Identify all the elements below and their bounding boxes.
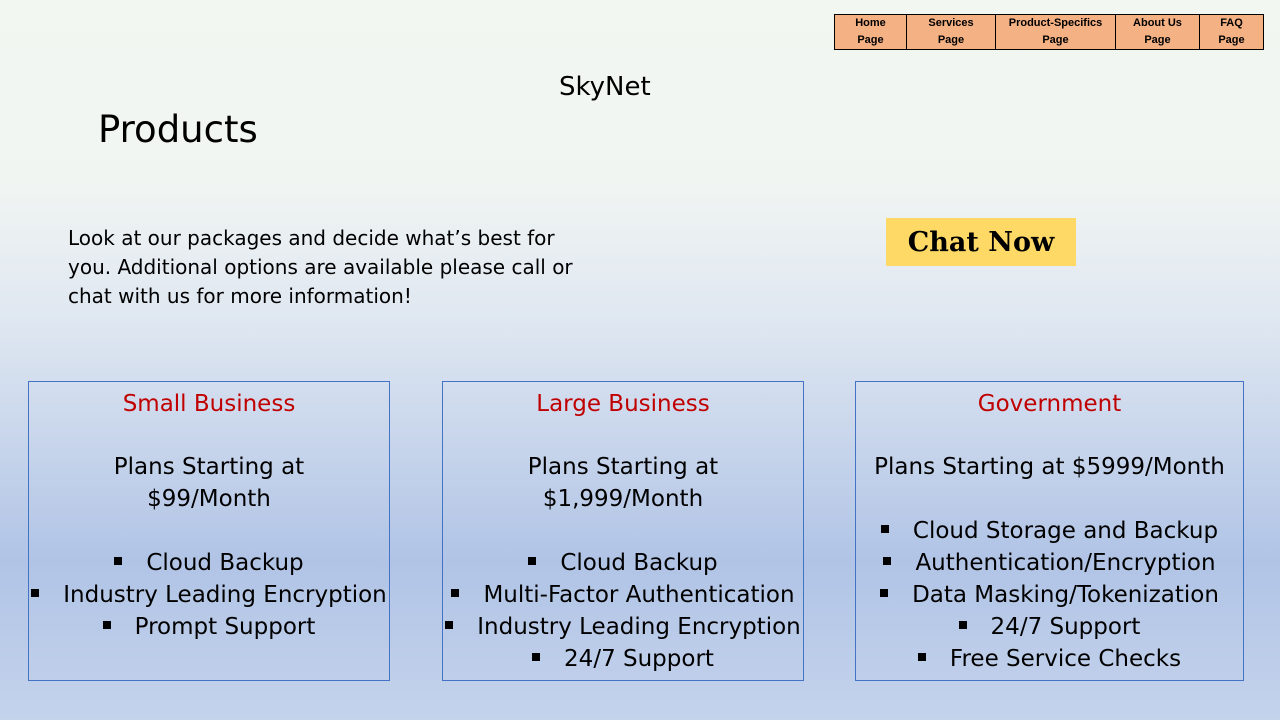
feature-label: Industry Leading Encryption: [63, 582, 387, 608]
feature-label: Industry Leading Encryption: [477, 614, 801, 640]
bullet-icon: [958, 620, 967, 629]
plan-price: Plans Starting at $1,999/Month: [443, 451, 803, 515]
bullet-icon: [114, 556, 123, 565]
feature-label: Cloud Backup: [146, 550, 304, 576]
nav-faq-page[interactable]: FAQ Page: [1199, 14, 1264, 50]
feature-item: Data Masking/Tokenization: [856, 579, 1243, 611]
brand-name: SkyNet: [559, 72, 651, 102]
bullet-icon: [445, 620, 454, 629]
nav-label: About Us: [1133, 17, 1182, 29]
bullet-icon: [917, 652, 926, 661]
nav-label: Home: [855, 17, 886, 29]
plan-title: Large Business: [536, 391, 710, 417]
bullet-icon: [31, 588, 40, 597]
intro-text: Look at our packages and decide what’s b…: [68, 226, 573, 308]
feature-list: Cloud Storage and Backup Authentication/…: [856, 515, 1243, 675]
bullet-icon: [883, 556, 892, 565]
plan-price-line: $1,999/Month: [542, 486, 704, 512]
feature-item: Free Service Checks: [856, 643, 1243, 675]
feature-label: Cloud Storage and Backup: [912, 518, 1219, 544]
feature-item: Industry Leading Encryption: [29, 579, 389, 611]
feature-list: Cloud Backup Multi-Factor Authentication…: [443, 547, 803, 675]
feature-label: 24/7 Support: [564, 646, 714, 672]
feature-item: 24/7 Support: [443, 643, 803, 675]
feature-list: Cloud Backup Industry Leading Encryption…: [29, 547, 389, 643]
nav-label: Product-Specifics: [1008, 17, 1103, 29]
plan-price: Plans Starting at $5999/Month: [856, 451, 1243, 483]
plan-price-line: $99/Month: [147, 486, 271, 512]
plan-card-large-business: Large Business Plans Starting at $1,999/…: [442, 381, 804, 681]
feature-label: Free Service Checks: [949, 646, 1182, 672]
feature-label: Authentication/Encryption: [915, 550, 1216, 576]
nav-label: Services: [928, 17, 974, 29]
plan-price-line: Plans Starting at $5999/Month: [874, 454, 1225, 480]
feature-item: Authentication/Encryption: [856, 547, 1243, 579]
chat-now-button[interactable]: Chat Now: [886, 218, 1076, 266]
feature-item: Multi-Factor Authentication: [443, 579, 803, 611]
plan-price: Plans Starting at $99/Month: [29, 451, 389, 515]
feature-label: 24/7 Support: [990, 614, 1141, 640]
plan-price-line: Plans Starting at: [527, 454, 719, 480]
feature-label: Data Masking/Tokenization: [912, 582, 1219, 608]
bullet-icon: [880, 524, 889, 533]
nav-label: Page: [1042, 34, 1069, 46]
feature-label: Cloud Backup: [560, 550, 718, 576]
plan-title: Small Business: [122, 391, 296, 417]
plan-card-government: Government Plans Starting at $5999/Month…: [855, 381, 1244, 681]
bullet-icon: [532, 652, 541, 661]
feature-item: Prompt Support: [29, 611, 389, 643]
bullet-icon: [451, 588, 460, 597]
nav-about-us-page[interactable]: About Us Page: [1115, 14, 1200, 50]
feature-item: Industry Leading Encryption: [443, 611, 803, 643]
feature-item: Cloud Backup: [29, 547, 389, 579]
nav-label: Page: [937, 34, 965, 46]
feature-label: Multi-Factor Authentication: [483, 582, 795, 608]
bullet-icon: [880, 588, 889, 597]
nav-label: Page: [1218, 34, 1245, 46]
feature-label: Prompt Support: [134, 614, 316, 640]
feature-item: Cloud Backup: [443, 547, 803, 579]
plan-title: Government: [977, 391, 1122, 417]
feature-item: 24/7 Support: [856, 611, 1243, 643]
nav-label: FAQ: [1220, 17, 1243, 29]
feature-item: Cloud Storage and Backup: [856, 515, 1243, 547]
page-title: Products: [98, 108, 258, 151]
plan-card-small-business: Small Business Plans Starting at $99/Mon…: [28, 381, 390, 681]
nav-label: Page: [1144, 34, 1171, 46]
bullet-icon: [528, 556, 537, 565]
plan-price-line: Plans Starting at: [113, 454, 305, 480]
bullet-icon: [102, 620, 111, 629]
nav-label: Page: [857, 34, 884, 46]
